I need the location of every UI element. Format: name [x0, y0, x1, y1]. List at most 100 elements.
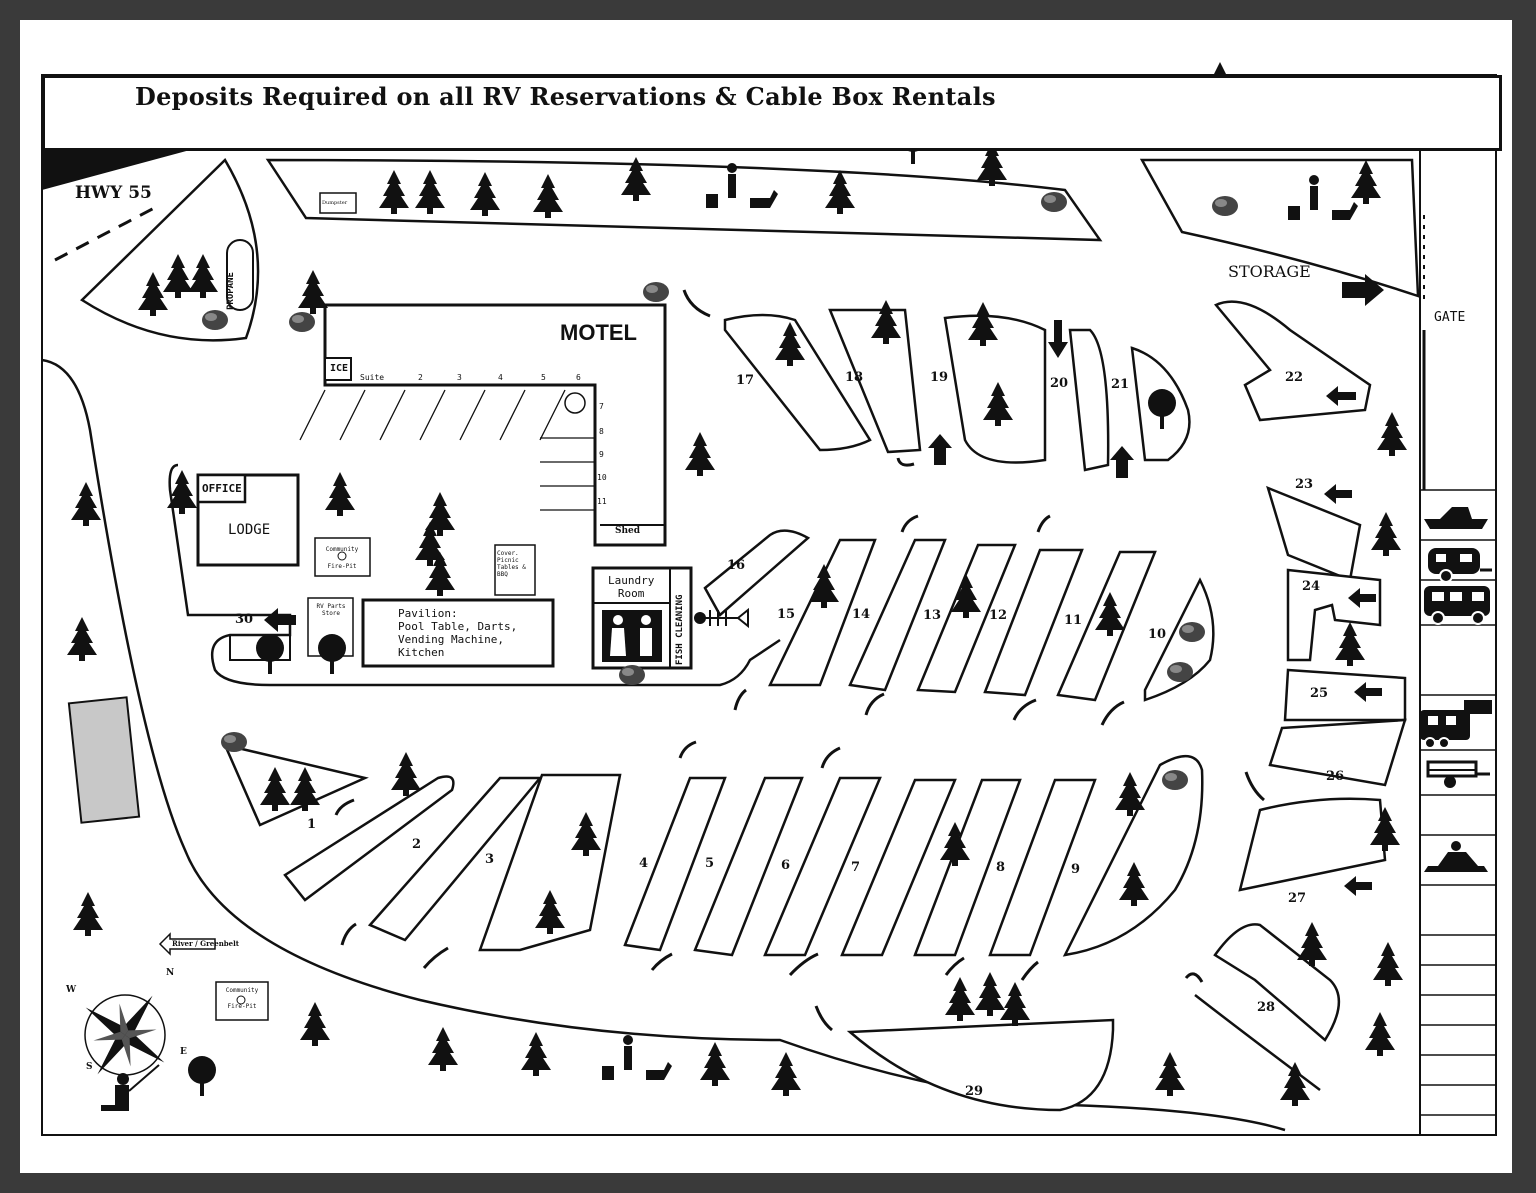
- motel-room-11: 11: [597, 497, 607, 506]
- motel-label: MOTEL: [560, 320, 637, 345]
- motel-parking: [299, 389, 595, 511]
- motel-room-2: 2: [418, 373, 423, 382]
- fire-pit-south-label: Community Fire-Pit: [225, 987, 259, 1010]
- motel-room-8: 8: [599, 427, 604, 436]
- travel-trailer-icon: [1428, 548, 1492, 583]
- site-23-pad[interactable]: [1266, 485, 1362, 582]
- road-edge-28: [1194, 994, 1321, 1091]
- site-2-pad[interactable]: [283, 775, 455, 902]
- storage-arrow: [1342, 274, 1384, 306]
- motel-room-10: 10: [597, 473, 607, 482]
- site-17-pad[interactable]: [723, 313, 872, 452]
- site-28-pad[interactable]: [1213, 923, 1341, 1042]
- site-9b-pad[interactable]: [988, 778, 1097, 957]
- campground-map: [41, 62, 1497, 1136]
- boat-icon: [1424, 507, 1488, 529]
- site-29-label: 29: [965, 1084, 984, 1099]
- motorhome-icon: [1424, 586, 1490, 625]
- site-30-arrow: [264, 608, 296, 632]
- motel-room-9: 9: [599, 450, 604, 459]
- propane-tank: [226, 239, 254, 311]
- pavilion-line-3: Vending Machine,: [398, 633, 504, 646]
- pavilion-box: [361, 598, 555, 668]
- laundry-line-2: Room: [617, 587, 645, 600]
- site-5-label: 5: [705, 856, 715, 871]
- site-1-pad[interactable]: [222, 743, 369, 827]
- motel-pool: [564, 392, 586, 414]
- fish-skeleton-icon: [694, 607, 749, 629]
- rv-parts-label: RV Parts Store: [316, 603, 346, 617]
- site-5-pad[interactable]: [623, 776, 727, 952]
- site-15-label: 15: [777, 607, 796, 622]
- site-6-pad[interactable]: [693, 776, 804, 957]
- site-9-label: 9: [1071, 862, 1081, 877]
- laundry-label: Laundry Room: [608, 574, 654, 600]
- compass-e: E: [180, 1047, 187, 1057]
- title-banner: [42, 75, 1502, 151]
- river-greenbelt-label: River / Greenbelt: [172, 939, 240, 948]
- site-8-label: 8: [996, 860, 1006, 875]
- ice-label: ICE: [330, 363, 349, 374]
- site-7-pad[interactable]: [763, 776, 882, 957]
- site-10-pad[interactable]: [1143, 577, 1215, 702]
- dumpster-box: [319, 192, 357, 214]
- site-26-label: 26: [1326, 769, 1345, 784]
- compass-s: S: [86, 1062, 93, 1072]
- dumpster-label: Dumpster: [322, 200, 348, 206]
- ice-box: [324, 357, 352, 381]
- site-7-label: 7: [851, 860, 861, 875]
- motel-room-6: 6: [576, 373, 581, 382]
- site-22-pad[interactable]: [1213, 300, 1372, 422]
- fisherman-icon: [101, 1064, 160, 1111]
- site-18-pad[interactable]: [828, 308, 922, 454]
- propane-island: [80, 157, 260, 342]
- picnic-label: Cover. Picnic Tables & BBQ: [497, 550, 526, 578]
- pavilion-label: Pavilion: Pool Table, Darts, Vending Mac…: [398, 607, 517, 659]
- fire-pit-box-south: [215, 981, 269, 1021]
- map-page: Deposits Required on all RV Reservations…: [20, 20, 1512, 1173]
- compass-n: N: [166, 968, 175, 978]
- office-label: OFFICE: [202, 482, 242, 495]
- site-2-label: 2: [412, 837, 422, 852]
- site-4-label: 4: [639, 856, 649, 871]
- site-16-pad[interactable]: [703, 529, 811, 617]
- site-27-pad[interactable]: [1238, 797, 1387, 892]
- site-18-label: 18: [845, 370, 864, 385]
- site-12-pad[interactable]: [983, 548, 1084, 697]
- lodge-label: LODGE: [228, 522, 271, 538]
- site-27-label: 27: [1288, 891, 1307, 906]
- site-21-label: 21: [1111, 377, 1130, 392]
- compass-w: W: [66, 985, 77, 995]
- site-20-pad[interactable]: [1068, 328, 1110, 472]
- highway-line: [54, 203, 161, 262]
- motel-room-4: 4: [498, 373, 503, 382]
- site-8-pad[interactable]: [840, 778, 957, 957]
- site-1-label: 1: [307, 817, 317, 832]
- fish-cleaning-label: FISH CLEANING: [675, 594, 685, 665]
- pavilion-line-1: Pavilion:: [398, 607, 458, 620]
- site-3-label: 3: [485, 852, 495, 867]
- site-29-pad[interactable]: [846, 1018, 1115, 1112]
- site-19-label: 19: [930, 370, 949, 385]
- motel-room-7: 7: [599, 402, 604, 411]
- site-26-pad[interactable]: [1268, 718, 1407, 787]
- top-island: [265, 158, 1103, 242]
- rocks: [202, 192, 1238, 790]
- pavilion-line-4: Kitchen: [398, 646, 445, 659]
- river-greenbelt-sign: [158, 932, 216, 956]
- suite-label: Suite: [360, 373, 385, 382]
- fire-pit-label: Community Fire-Pit: [325, 546, 359, 570]
- office-box: [196, 473, 247, 504]
- site-9c-pad[interactable]: [1062, 755, 1204, 957]
- site-25-pad[interactable]: [1283, 668, 1407, 722]
- site-16-label: 16: [727, 558, 746, 573]
- site-20-label: 20: [1050, 376, 1069, 391]
- shed-label: Shed: [615, 526, 641, 536]
- compass-rose: [84, 994, 166, 1076]
- motel-room-3: 3: [457, 373, 462, 382]
- site-25-label: 25: [1310, 686, 1329, 701]
- site-13-pad[interactable]: [916, 543, 1017, 694]
- site-14-pad[interactable]: [848, 538, 947, 692]
- gate-label: GATE: [1434, 310, 1466, 325]
- highway-label: HWY 55: [75, 183, 152, 203]
